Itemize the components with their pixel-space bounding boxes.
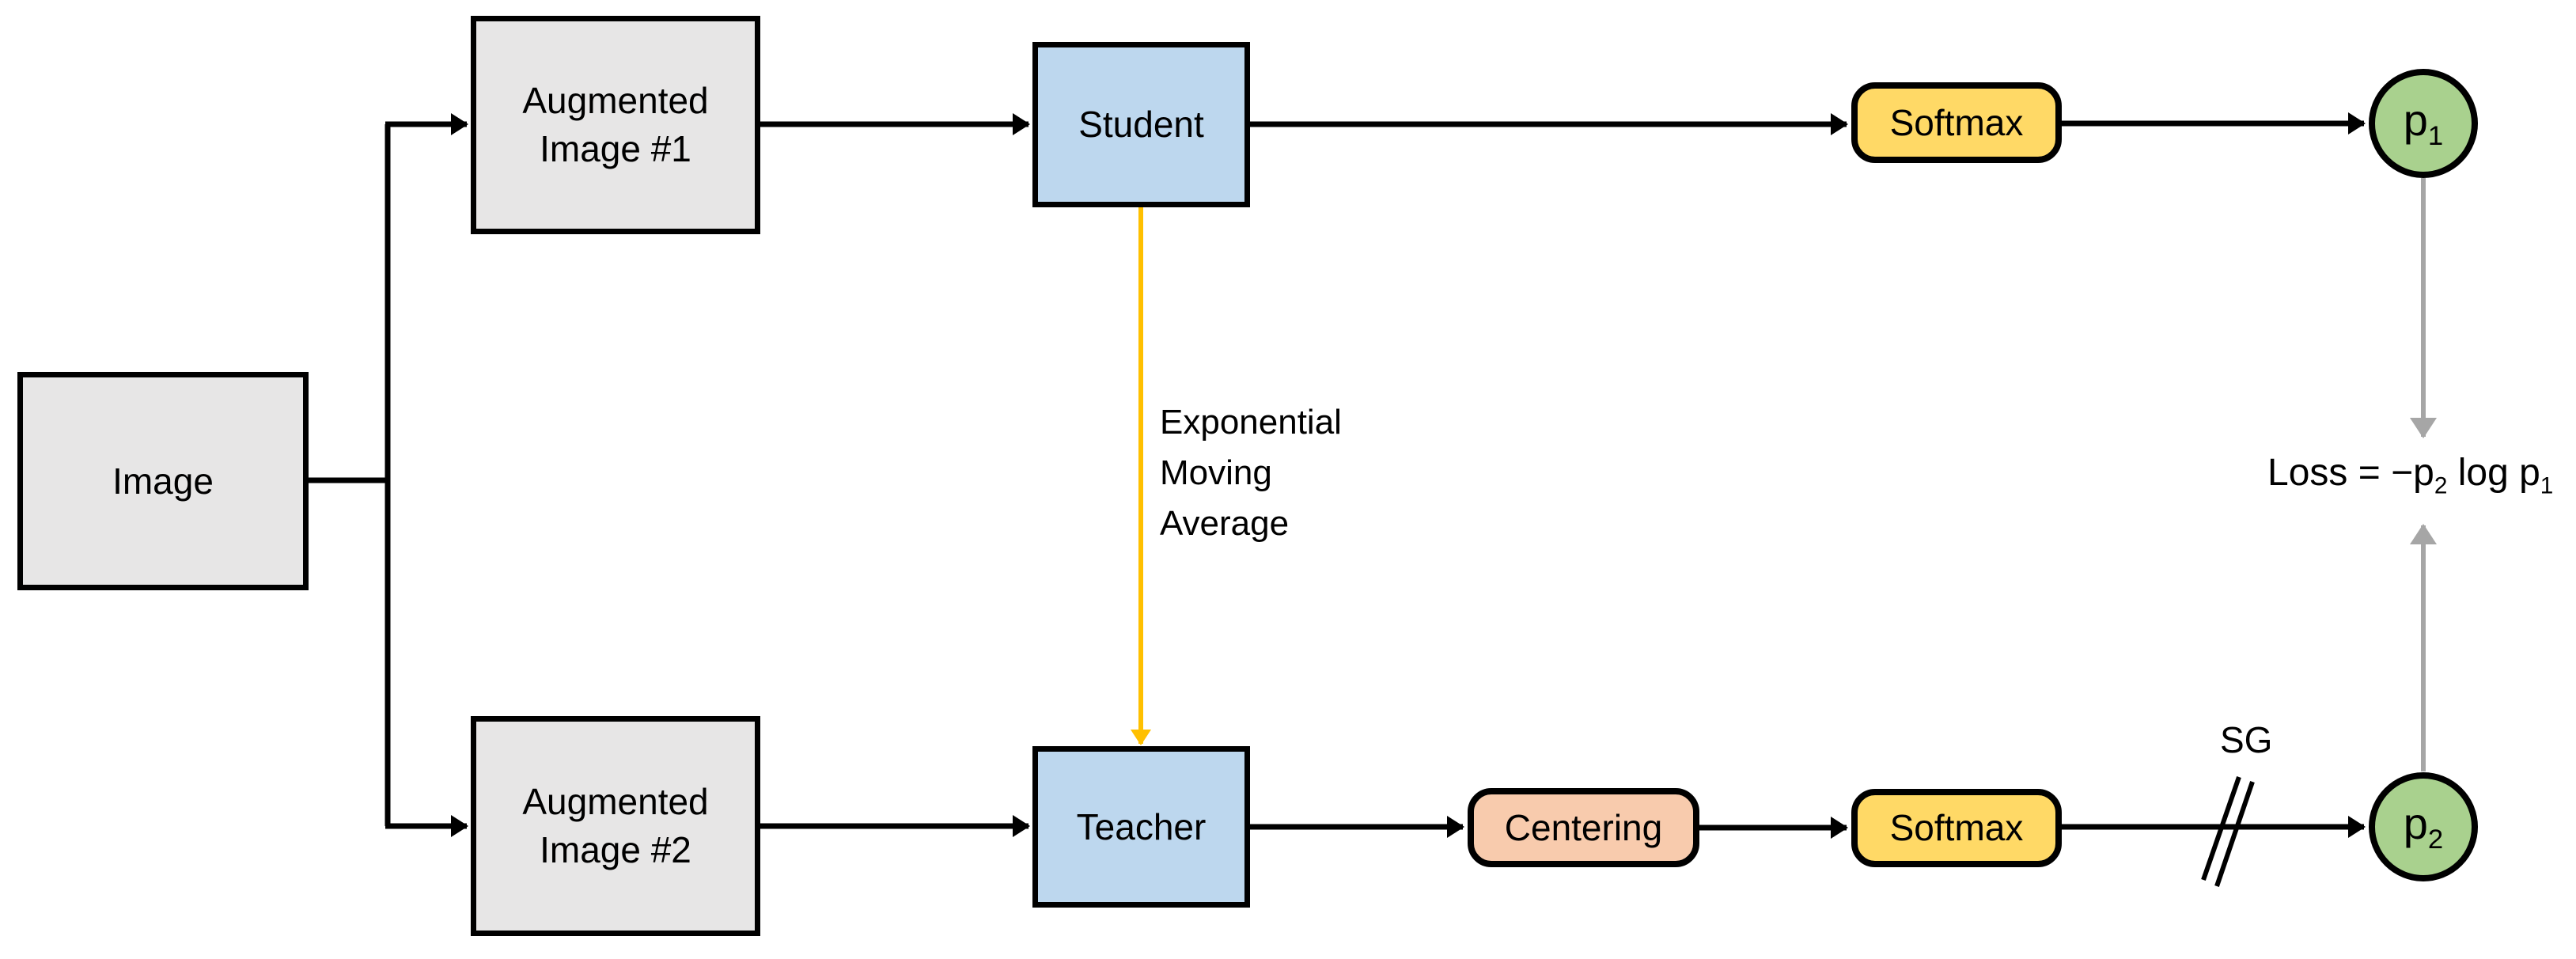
augmented-image-2-node: Augmented Image #2 — [471, 716, 760, 936]
image-node: Image — [17, 372, 309, 590]
loss-equation-sub2: 1 — [2540, 472, 2554, 499]
loss-equation-label: Loss = −p2 log p1 — [2267, 451, 2553, 500]
ema-label-line1: Exponential — [1160, 403, 1342, 442]
teacher-node: Teacher — [1032, 746, 1250, 908]
p2-subscript: 2 — [2427, 824, 2444, 855]
p1-node-label: p1 — [2403, 95, 2444, 152]
augmented-image-1-node: Augmented Image #1 — [471, 16, 760, 234]
augmented-image-1-line2: Image #1 — [540, 128, 691, 169]
softmax-top-node: Softmax — [1851, 82, 2062, 163]
exponential-moving-average-label: Exponential Moving Average — [1160, 397, 1342, 549]
centering-node-label: Centering — [1504, 806, 1663, 848]
ema-label-line2: Moving — [1160, 453, 1272, 492]
stop-gradient-slash-2 — [2214, 781, 2255, 887]
p2-node: p2 — [2369, 772, 2478, 881]
student-node-label: Student — [1078, 104, 1204, 146]
softmax-top-node-label: Softmax — [1889, 101, 2024, 143]
p2-node-label: p2 — [2403, 798, 2444, 855]
loss-equation-sub1: 2 — [2434, 472, 2448, 499]
loss-equation-part1: Loss = −p — [2267, 452, 2434, 494]
teacher-node-label: Teacher — [1076, 805, 1207, 847]
stop-gradient-slash-1 — [2201, 776, 2241, 881]
softmax-bottom-node-label: Softmax — [1889, 807, 2024, 849]
centering-node: Centering — [1468, 788, 1699, 867]
ema-label-line3: Average — [1160, 504, 1290, 543]
softmax-bottom-node: Softmax — [1851, 789, 2062, 867]
augmented-image-1-line1: Augmented — [522, 80, 709, 122]
image-node-label: Image — [112, 460, 214, 502]
student-node: Student — [1032, 42, 1250, 207]
augmented-image-2-line1: Augmented — [522, 781, 709, 823]
stop-gradient-label: SG — [2220, 719, 2273, 760]
p1-node: p1 — [2369, 69, 2478, 178]
augmented-image-2-line2: Image #2 — [540, 829, 691, 870]
loss-equation-part2: log p — [2447, 452, 2540, 494]
p1-subscript: 1 — [2427, 121, 2444, 152]
